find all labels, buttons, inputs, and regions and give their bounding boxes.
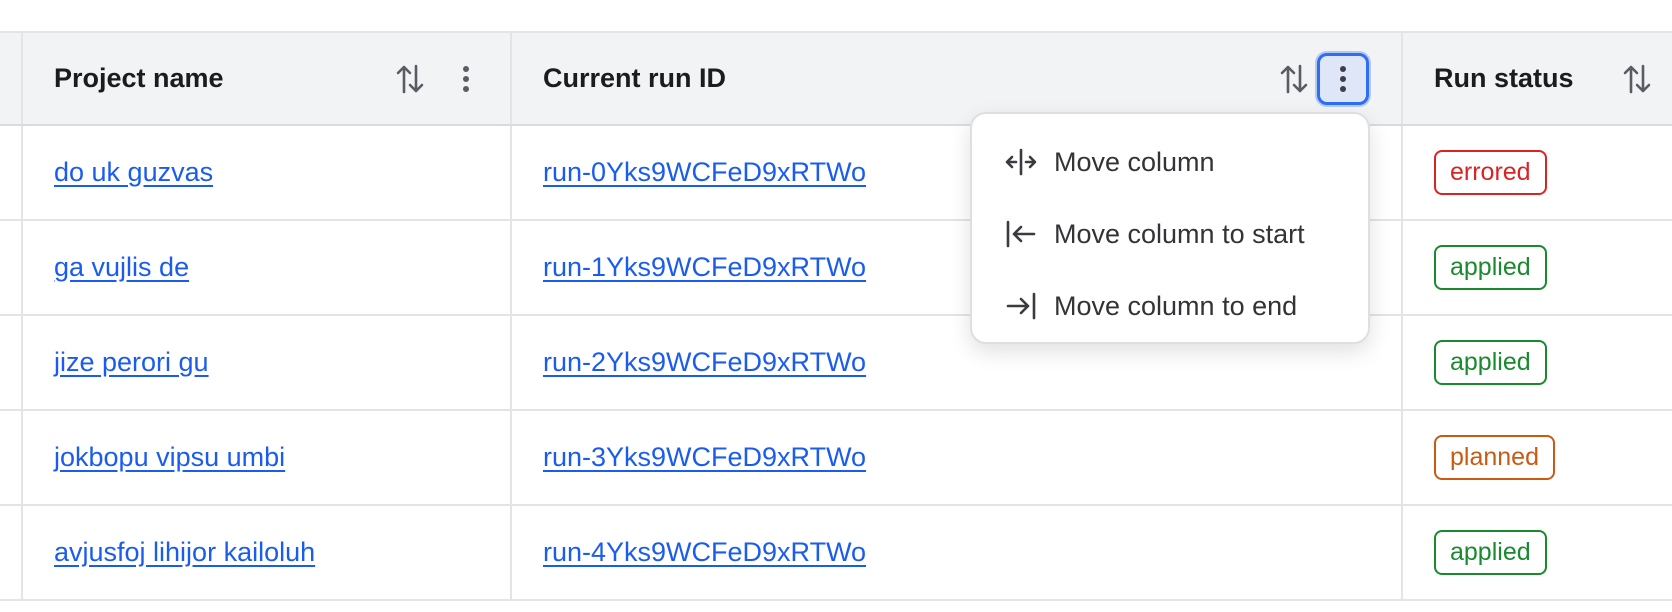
- run-id-link[interactable]: run-2Yks9WCFeD9xRTWo: [543, 347, 867, 377]
- column-header-label: Current run ID: [543, 63, 727, 93]
- project-name-link[interactable]: ga vujlis de: [54, 252, 190, 282]
- project-name-cell: jize perori gu: [23, 316, 512, 409]
- sort-arrows-icon[interactable]: [1617, 59, 1657, 99]
- kebab-menu-icon[interactable]: [446, 59, 486, 99]
- table-row: ga vujlis de run-1Yks9WCFeD9xRTWo applied: [0, 221, 1672, 316]
- row-gutter: [0, 411, 23, 504]
- move-to-end-icon: [1004, 289, 1038, 323]
- menu-item-move-column[interactable]: Move column: [972, 126, 1368, 198]
- run-id-cell: run-4Yks9WCFeD9xRTWo: [512, 506, 1403, 599]
- menu-item-move-column-to-start[interactable]: Move column to start: [972, 198, 1368, 270]
- column-header-project-name[interactable]: Project name: [23, 33, 512, 124]
- project-name-cell: do uk guzvas: [23, 126, 512, 219]
- status-badge: applied: [1434, 245, 1547, 290]
- run-id-cell: run-1Yks9WCFeD9xRTWo: [512, 221, 1403, 314]
- move-column-icon: [1004, 145, 1038, 179]
- menu-item-label: Move column to end: [1054, 290, 1298, 321]
- run-id-link[interactable]: run-0Yks9WCFeD9xRTWo: [543, 157, 867, 187]
- table-row: avjusfoj lihijor kailoluh run-4Yks9WCFeD9…: [0, 506, 1672, 601]
- column-header-current-run-id[interactable]: Current run ID: [512, 33, 1403, 124]
- kebab-menu-icon-active[interactable]: [1317, 52, 1369, 105]
- project-name-link[interactable]: avjusfoj lihijor kailoluh: [54, 537, 316, 567]
- run-status-cell: applied: [1403, 506, 1672, 599]
- row-gutter: [0, 506, 23, 599]
- status-badge: errored: [1434, 150, 1547, 195]
- table-header-row: Project name Current run ID Run status: [0, 31, 1672, 126]
- project-name-link[interactable]: do uk guzvas: [54, 157, 214, 187]
- runs-table: Project name Current run ID Run status d: [0, 31, 1672, 601]
- move-to-start-icon: [1004, 217, 1038, 251]
- row-gutter: [0, 126, 23, 219]
- run-id-link[interactable]: run-1Yks9WCFeD9xRTWo: [543, 252, 867, 282]
- project-name-link[interactable]: jokbopu vipsu umbi: [54, 442, 286, 472]
- row-gutter-header: [0, 33, 23, 124]
- sort-arrows-icon[interactable]: [390, 59, 430, 99]
- status-badge: planned: [1434, 435, 1555, 480]
- run-id-cell: run-0Yks9WCFeD9xRTWo: [512, 126, 1403, 219]
- project-name-cell: jokbopu vipsu umbi: [23, 411, 512, 504]
- menu-item-move-column-to-end[interactable]: Move column to end: [972, 270, 1368, 342]
- status-badge: applied: [1434, 530, 1547, 575]
- run-id-cell: run-3Yks9WCFeD9xRTWo: [512, 411, 1403, 504]
- column-header-label: Run status: [1434, 63, 1574, 93]
- run-id-cell: run-2Yks9WCFeD9xRTWo: [512, 316, 1403, 409]
- column-header-label: Project name: [54, 63, 224, 93]
- run-status-cell: planned: [1403, 411, 1672, 504]
- sort-arrows-icon[interactable]: [1274, 59, 1314, 99]
- run-status-cell: errored: [1403, 126, 1672, 219]
- project-name-link[interactable]: jize perori gu: [54, 347, 209, 377]
- column-header-run-status[interactable]: Run status: [1403, 33, 1672, 124]
- run-id-link[interactable]: run-3Yks9WCFeD9xRTWo: [543, 442, 867, 472]
- column-options-menu: Move column Move column to start Move co…: [970, 112, 1370, 344]
- table-row: jize perori gu run-2Yks9WCFeD9xRTWo applie…: [0, 316, 1672, 411]
- status-badge: applied: [1434, 340, 1547, 385]
- table-row: do uk guzvas run-0Yks9WCFeD9xRTWo errored: [0, 126, 1672, 221]
- table-row: jokbopu vipsu umbi run-3Yks9WCFeD9xRTWo pl…: [0, 411, 1672, 506]
- run-status-cell: applied: [1403, 221, 1672, 314]
- project-name-cell: avjusfoj lihijor kailoluh: [23, 506, 512, 599]
- menu-item-label: Move column: [1054, 146, 1215, 177]
- run-id-link[interactable]: run-4Yks9WCFeD9xRTWo: [543, 537, 867, 567]
- menu-item-label: Move column to start: [1054, 218, 1305, 249]
- project-name-cell: ga vujlis de: [23, 221, 512, 314]
- row-gutter: [0, 316, 23, 409]
- run-status-cell: applied: [1403, 316, 1672, 409]
- row-gutter: [0, 221, 23, 314]
